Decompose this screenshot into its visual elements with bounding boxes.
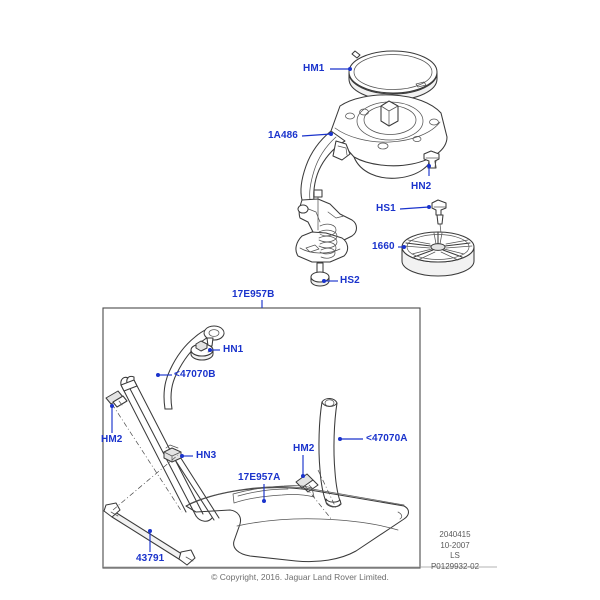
callout-label-17e957b: 17E957B: [232, 289, 275, 300]
callout-label-17e957a: 17E957A: [238, 472, 281, 483]
copyright-notice: © Copyright, 2016. Jaguar Land Rover Lim…: [211, 572, 389, 582]
metadata-drawing-number: 2040415: [439, 530, 471, 539]
callout-label-hs1: HS1: [376, 203, 396, 214]
part-hs2-screw: [310, 261, 330, 287]
part-hm2-bolt-left: [105, 390, 128, 408]
part-43791-tie-rod: [103, 502, 196, 566]
callout-label-hm2-right: HM2: [293, 443, 315, 454]
part-17e957b-bracket: [120, 375, 220, 522]
part-1660-fan-pulley: [401, 231, 475, 277]
callout-label-hs2: HS2: [340, 275, 360, 286]
part-47070b-hose: [163, 325, 225, 410]
callout-label-hn2: HN2: [411, 181, 432, 192]
callout-label-hm1: HM1: [303, 63, 325, 74]
part-hs1-screw: [431, 199, 447, 243]
callout-label-1a486: 1A486: [268, 130, 298, 141]
callout-label-47070b: <47070B: [174, 369, 216, 380]
callout-label-43791: 43791: [136, 553, 165, 564]
part-hm1-cap: [348, 50, 438, 101]
callout-label-1660: 1660: [372, 241, 395, 252]
callout-leaders: [110, 67, 431, 552]
part-17e957a-splash-shield: [185, 485, 410, 563]
metadata-date: 10-2007: [440, 540, 470, 550]
part-hn2-nut: [423, 150, 440, 169]
assembly-centerlines: [111, 403, 337, 521]
callout-label-hn3: HN3: [196, 450, 217, 461]
part-hn1-nut: [190, 340, 214, 361]
callout-label-hn1: HN1: [223, 344, 244, 355]
part-hn3-nut: [163, 444, 182, 463]
part-1a486-mount-bracket: [295, 94, 448, 263]
metadata-illustration-id: P0129932-02: [430, 561, 480, 571]
callout-label-47070a: <47070A: [366, 433, 408, 444]
drawing-metadata: 2040415 10-2007 LS P0129932-02: [400, 530, 510, 572]
metadata-code: LS: [450, 551, 460, 560]
callout-label-hm2-left: HM2: [101, 434, 123, 445]
